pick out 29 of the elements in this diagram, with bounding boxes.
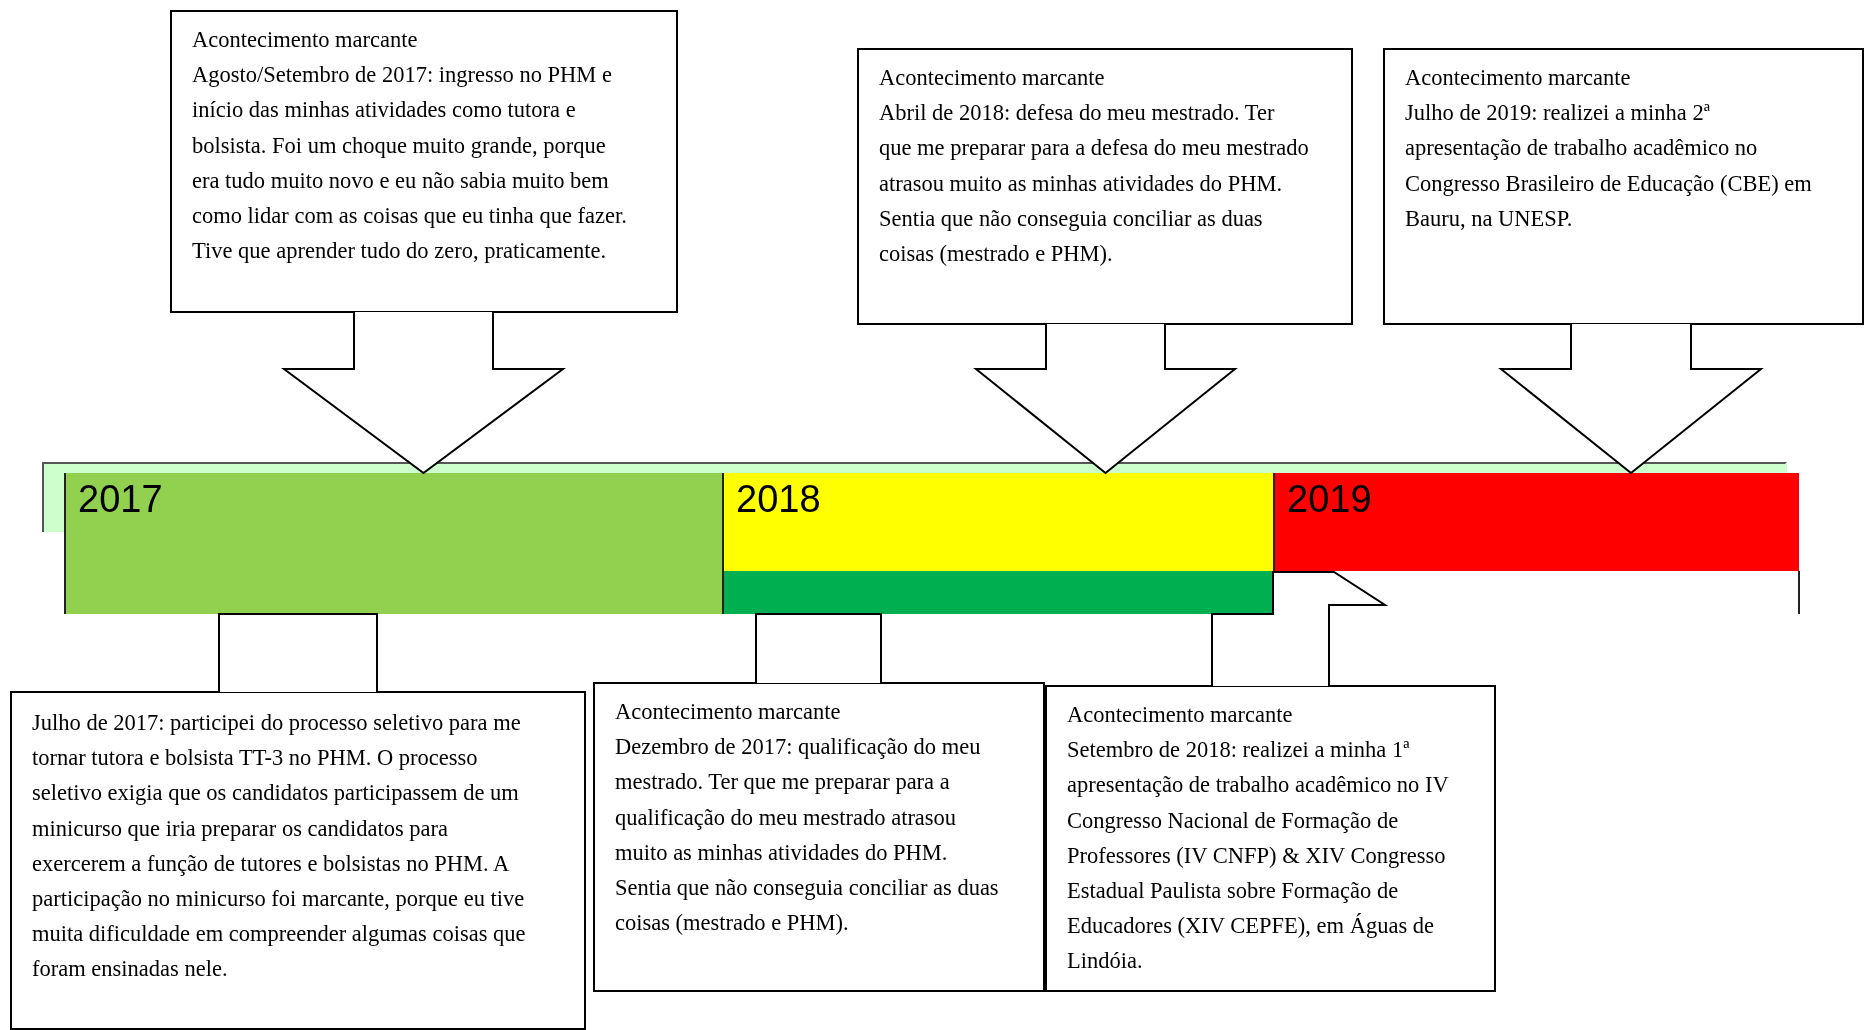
callout-box [857,48,1353,325]
callout-arrow [973,323,1238,475]
callout-text: Julho de 2017: participei do processo seletivo para me tornar tutora e bolsista TT-3 no PHM. O processo seletivo exigia que os candidatos participassem de um minicurso que iria preparar os candidatos para exercerem a função de tutores e bolsistas no PHM. A participação no minicurso foi marcante, porque eu tive muita dificuldade em compreender algumas coisas que foram ensinadas nele. [32,709,527,984]
callout-box [1383,48,1864,325]
callout-text: Dezembro de 2017: qualificação do meu mestrado. Ter que me preparar para a qualificação do meu mestrado atrasou muito as minhas atividades do PHM. Sentia que não conseguia conciliar as duas coisas (mestrado e PHM). [615,733,1000,938]
year-label: 2019 [1287,477,1372,521]
callout-arrow [1211,571,1389,687]
callout-pointer [755,613,882,684]
callout-heading: Acontecimento marcante [879,64,1106,92]
year-band [64,473,722,614]
year-band [1273,473,1799,571]
year-label: 2018 [736,477,821,521]
callout-arrow [281,311,566,475]
callout-text: Julho de 2019: realizei a minha 2ª apresentação de trabalho acadêmico no Congresso Brasileiro de Educação (CBE) em Bauru, na UNESP. [1405,99,1813,233]
callout-box [1045,685,1496,992]
callout-arrow [1498,323,1764,475]
callout-pointer [218,613,378,693]
callout-text: Abril de 2018: defesa do meu mestrado. Ter que me preparar para a defesa do meu mestrado atrasou muito as minhas atividades do PHM. Sentia que não conseguia conciliar as duas coisas (mestrado e PHM). [879,99,1310,268]
year-band [722,473,1273,614]
callout-heading: Acontecimento marcante [192,26,419,54]
callout-heading: Acontecimento marcante [615,698,842,726]
year-label: 2017 [78,477,163,521]
callout-box [170,10,678,313]
callout-heading: Acontecimento marcante [1067,701,1294,729]
callout-text: Setembro de 2018: realizei a minha 1ª apresentação de trabalho acadêmico no IV Congresso Nacional de Formação de Professores (IV CNFP) & XIV Congresso Estadual Paulista sobre Formação de Educadores (XIV CEPFE), em Águas de Lindóia. [1067,736,1450,976]
callout-heading: Acontecimento marcante [1405,64,1632,92]
callout-text: Agosto/Setembro de 2017: ingresso no PHM e início das minhas atividades como tutora e bolsista. Foi um choque muito grande, porque era tudo muito novo e eu não sabia muito bem como lidar com as coisas que eu tinha que fazer. Tive que aprender tudo do zero, praticamente. [192,61,628,266]
callout-box [593,682,1045,992]
callout-box [10,691,586,1030]
